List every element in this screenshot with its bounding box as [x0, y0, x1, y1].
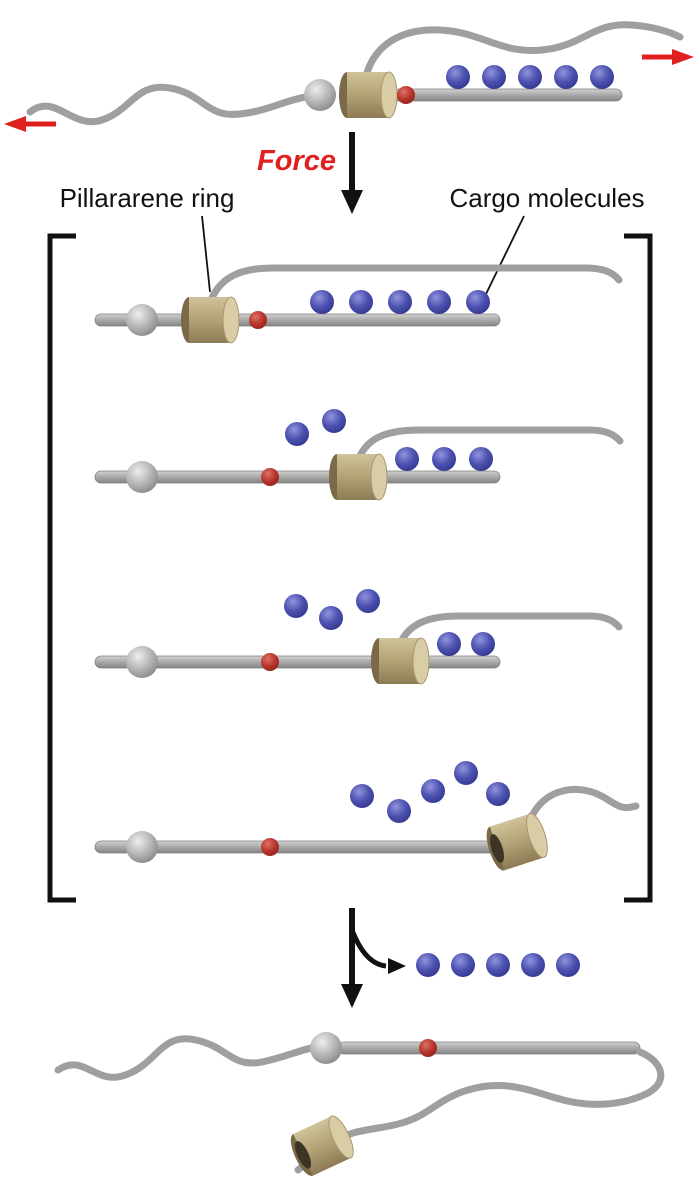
cargo-sphere [432, 447, 456, 471]
cargo-sphere [427, 290, 451, 314]
released-cargo-sphere [451, 953, 475, 977]
released-cargo-sphere [486, 953, 510, 977]
polymer-chain-right [362, 21, 684, 80]
polymer-chain [356, 426, 624, 460]
stopper-sphere [126, 646, 158, 678]
red-bead [397, 86, 415, 104]
red-bead [419, 1039, 437, 1057]
polymer-chain [528, 786, 640, 820]
released-cargo-sphere [416, 953, 440, 977]
bracket-left [47, 233, 76, 903]
axle-rod [391, 88, 623, 102]
cargo-sphere [482, 65, 506, 89]
released-cargo-sphere [454, 761, 478, 785]
cargo-branch-arrow-shaft [349, 929, 387, 969]
released-cargo-sphere [556, 953, 580, 977]
force-indicator: Force [257, 132, 363, 214]
released-cargo-sphere [387, 799, 411, 823]
polymer-chain [398, 612, 623, 644]
stopper-sphere [126, 461, 158, 493]
sequence-panel-1 [94, 264, 623, 344]
cargo-sphere [466, 290, 490, 314]
sequence-panel-3 [94, 589, 623, 685]
sequence-panel-2 [94, 409, 624, 501]
pillararene-ring-dethreading [482, 811, 551, 873]
stopper-sphere [304, 79, 336, 111]
release-step [341, 908, 580, 1008]
ring-leader-line [201, 215, 211, 293]
axle-rod [94, 470, 501, 484]
pull-arrow-right-icon [672, 49, 694, 65]
red-bead [249, 311, 267, 329]
pillararene-ring [338, 71, 398, 119]
polymer-chain-left [26, 83, 310, 126]
initial-rotaxane [4, 21, 694, 132]
cargo-sphere [590, 65, 614, 89]
pillararene-ring-label: Pillararene ring [60, 183, 235, 213]
red-bead [261, 653, 279, 671]
axle-rod [94, 840, 521, 854]
force-label: Force [257, 145, 336, 177]
pillararene-ring [328, 453, 388, 501]
cargo-sphere [388, 290, 412, 314]
cargo-sphere [437, 632, 461, 656]
cargo-sphere [395, 447, 419, 471]
stopper-sphere [126, 831, 158, 863]
axle-rod [337, 1041, 641, 1055]
released-cargo-sphere [350, 784, 374, 808]
cargo-sphere [349, 290, 373, 314]
bracket-right [624, 233, 653, 903]
red-bead [261, 468, 279, 486]
cargo-sphere [469, 447, 493, 471]
released-cargo-sphere [421, 779, 445, 803]
cargo-branch-arrow-icon [388, 958, 406, 974]
released-cargo-sphere [284, 594, 308, 618]
pillararene-ring [180, 296, 240, 344]
cargo-sphere [554, 65, 578, 89]
polymer-chain-left [54, 1035, 316, 1081]
force-arrow-icon [341, 190, 363, 214]
stopper-sphere [310, 1032, 342, 1064]
pull-arrow-left-icon [4, 116, 26, 132]
cargo-sphere [446, 65, 470, 89]
cargo-sphere [518, 65, 542, 89]
annotations: Pillararene ring Cargo molecules [60, 183, 645, 295]
polymer-chain [208, 264, 623, 302]
released-cargo-sphere [285, 422, 309, 446]
stopper-sphere [126, 304, 158, 336]
cargo-sphere [471, 632, 495, 656]
released-cargo-sphere [486, 782, 510, 806]
pillararene-ring [370, 637, 430, 685]
sequence-panel-4 [94, 761, 640, 873]
released-cargo-sphere [356, 589, 380, 613]
cargo-sphere [310, 290, 334, 314]
released-cargo-sphere [322, 409, 346, 433]
released-cargo-sphere [521, 953, 545, 977]
cargo-molecules-label: Cargo molecules [449, 183, 644, 213]
cargo-leader-line [485, 215, 525, 295]
red-bead [261, 838, 279, 856]
released-cargo-sphere [319, 606, 343, 630]
release-arrow-icon [341, 984, 363, 1008]
final-state [54, 1032, 665, 1179]
